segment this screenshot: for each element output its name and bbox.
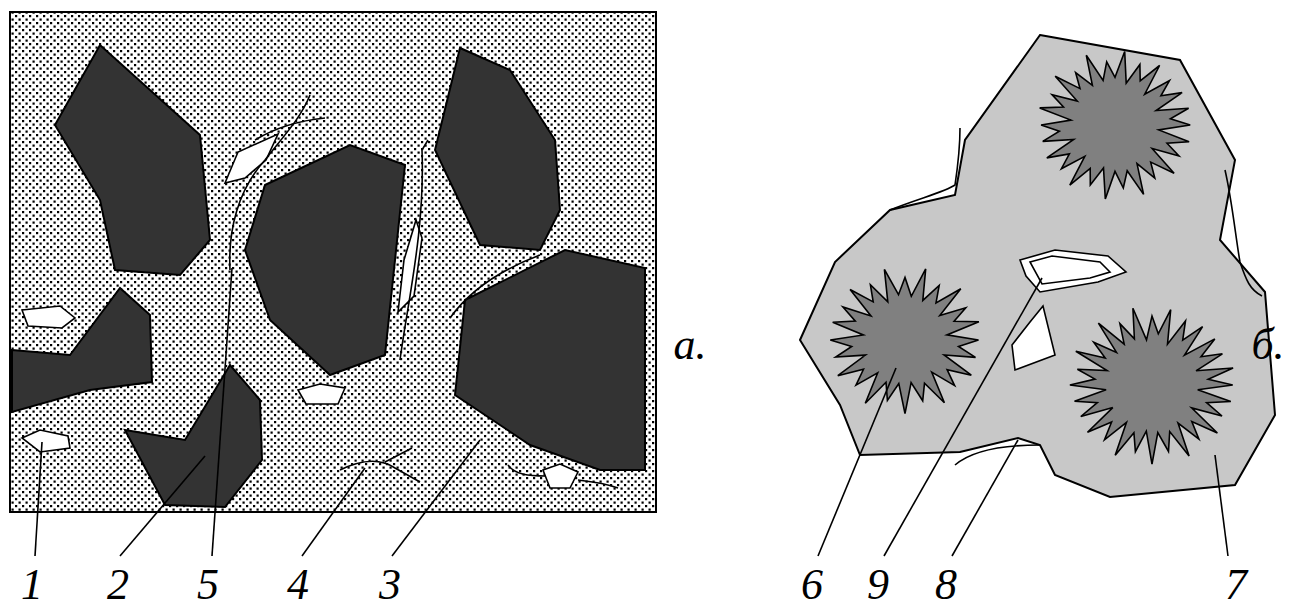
callout-number: 9 xyxy=(867,563,889,607)
grain-star xyxy=(1040,52,1191,199)
leader-lines xyxy=(35,268,1228,556)
panel-letter: а. xyxy=(674,323,707,367)
callout-number: 1 xyxy=(21,563,43,607)
callout-number: 6 xyxy=(801,563,823,607)
grain-star xyxy=(1070,308,1233,464)
panel-a xyxy=(10,12,656,512)
callout-number: 5 xyxy=(197,563,219,607)
callout-number: 7 xyxy=(1225,563,1247,607)
callout-number: 2 xyxy=(107,563,129,607)
callout-number: 4 xyxy=(287,563,309,607)
callout-number: 3 xyxy=(379,563,401,607)
callout-number: 8 xyxy=(935,563,957,607)
grain-star xyxy=(830,269,979,414)
panel-letter: б. xyxy=(1251,323,1284,367)
